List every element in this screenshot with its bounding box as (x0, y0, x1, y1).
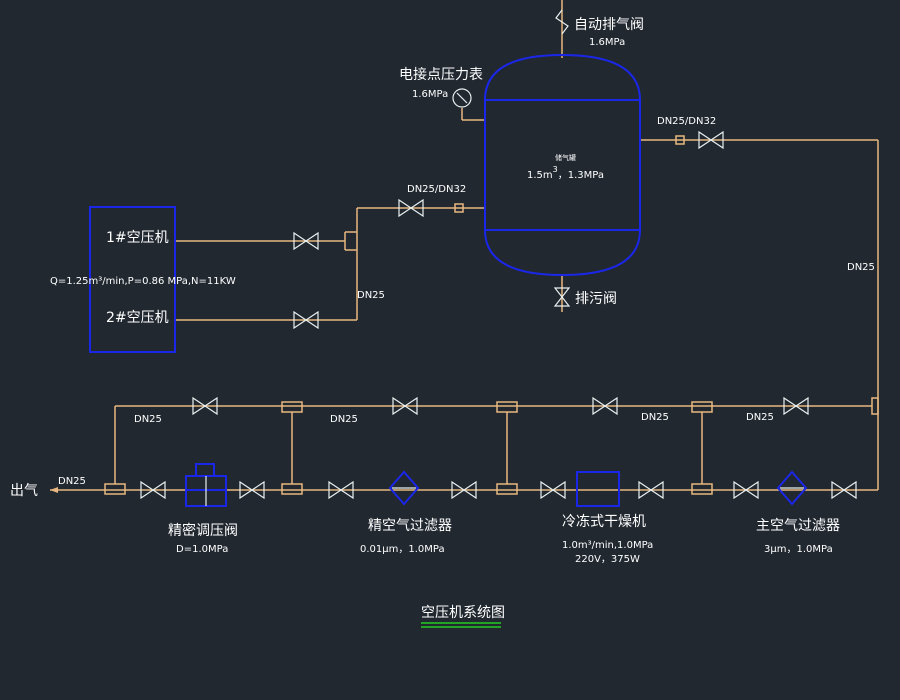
compressor-1-label: 1#空压机 (106, 230, 169, 246)
valve-bypass-2 (392, 396, 418, 416)
valve-tank-out (698, 130, 724, 150)
precision-filter-label: 精空气过滤器 (368, 518, 452, 534)
pipe-label-bypass-2: DN25 (330, 414, 358, 425)
main-filter-icon (776, 470, 808, 506)
valve-bypass-1 (192, 396, 218, 416)
pressure-gauge-icon (452, 88, 472, 108)
valve-main-1 (140, 480, 166, 500)
pipe-label-bypass-4: DN25 (746, 412, 774, 423)
regulator-spec: D=1.0MPa (176, 544, 228, 555)
auto-vent-label: 自动排气阀 (574, 17, 644, 33)
refrigerated-dryer-box (576, 471, 620, 507)
valve-comp1 (293, 231, 319, 251)
pipe-label-riser: DN25 (357, 290, 385, 301)
tank-name: 储气罐 (555, 153, 576, 162)
compressor-2-label: 2#空压机 (106, 310, 169, 326)
dryer-spec: 1.0m³/min,1.0MPa (562, 540, 653, 551)
valve-main-2 (239, 480, 265, 500)
valve-main-8 (831, 480, 857, 500)
pipe-label-outlet: DN25 (58, 476, 86, 487)
tank-spec: 1.5m3，1.3MPa (527, 165, 604, 181)
valve-drain (553, 287, 571, 307)
dryer-spec-2: 220V，375W (575, 554, 640, 565)
valve-bypass-3 (592, 396, 618, 416)
dryer-label: 冷冻式干燥机 (562, 513, 646, 530)
diagram-title: 空压机系统图 (421, 605, 505, 621)
reducers (454, 135, 685, 213)
pipe-label-bypass-3: DN25 (641, 412, 669, 423)
precision-filter-spec: 0.01μm，1.0MPa (360, 544, 445, 555)
pipe-label-bypass-1: DN25 (134, 414, 162, 425)
compressor-spec: Q=1.25m³/min,P=0.86 MPa,N=11KW (50, 276, 236, 287)
valve-main-4 (451, 480, 477, 500)
regulator-label: 精密调压阀 (168, 522, 238, 539)
main-filter-spec: 3μm，1.0MPa (764, 544, 833, 555)
tee-fittings (104, 231, 879, 495)
valve-auto-vent (555, 9, 569, 35)
valve-main-5 (540, 480, 566, 500)
air-tank (484, 53, 641, 277)
compressor-box (89, 206, 176, 353)
valves (140, 9, 857, 500)
pressure-gauge-label: 电接点压力表 (399, 66, 483, 83)
pressure-regulator-icon (185, 463, 227, 507)
pressure-gauge-pressure: 1.6MPa (412, 89, 448, 100)
valve-main-7 (733, 480, 759, 500)
outlet-label: 出气 (10, 483, 38, 499)
precision-filter-icon (388, 470, 420, 506)
pipe-label-tank-out: DN25/DN32 (657, 116, 716, 127)
valve-tank-in (398, 198, 424, 218)
main-filter-label: 主空气过滤器 (756, 518, 840, 534)
outlet-arrow-icon (50, 487, 58, 493)
pipe-label-tank-in: DN25/DN32 (407, 184, 466, 195)
drain-valve-label: 排污阀 (575, 291, 617, 307)
valve-comp2 (293, 310, 319, 330)
auto-vent-pressure: 1.6MPa (589, 37, 625, 48)
pipe-label-right-vertical: DN25 (847, 262, 875, 273)
valve-bypass-4 (783, 396, 809, 416)
valve-main-3 (328, 480, 354, 500)
valve-main-6 (638, 480, 664, 500)
